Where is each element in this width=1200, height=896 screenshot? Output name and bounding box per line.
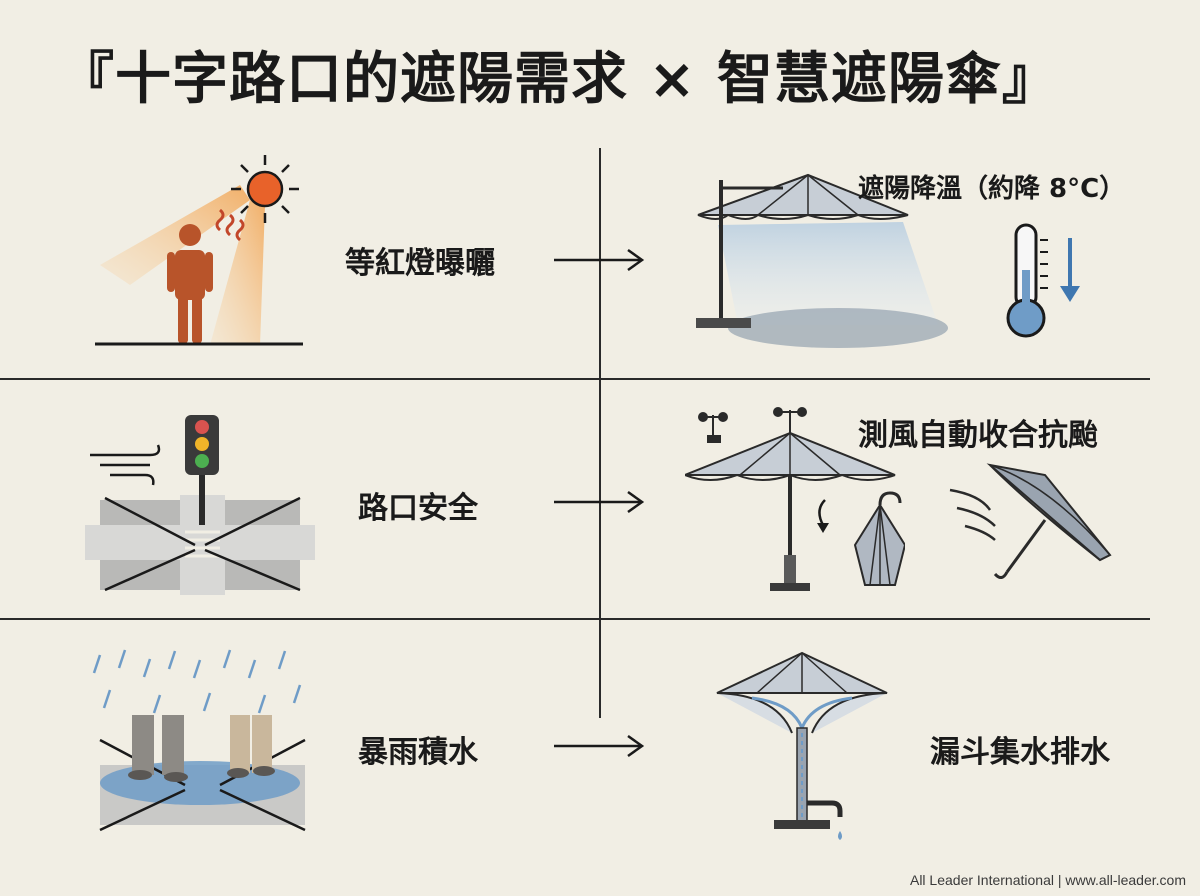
benefit-label-2: 測風自動收合抗颱: [858, 418, 1098, 453]
need-label-3: 暴雨積水: [358, 735, 478, 770]
funnel-umbrella-drain-icon: [716, 651, 888, 840]
rain-flood-feet-icon: [92, 649, 306, 832]
column-divider: [599, 148, 601, 718]
benefit-label-1: 遮陽降溫（約降 8°C）: [858, 174, 1126, 204]
arrow-right-icon: [554, 248, 645, 272]
traffic-light-crossing-icon: [85, 415, 315, 595]
page-title: 『十字路口的遮陽需求 × 智慧遮陽傘』: [58, 47, 1059, 112]
row-divider-2: [0, 618, 1150, 620]
cantilever-umbrella-icon: [696, 173, 948, 348]
thermometer-down-icon: [1006, 223, 1080, 338]
footer-credit: All Leader International | www.all-leade…: [909, 872, 1186, 888]
arrow-right-icon: [554, 734, 645, 758]
umbrella-anemometer-icon: [685, 407, 896, 591]
folded-umbrella-icon: [853, 491, 905, 586]
benefit-label-3: 漏斗集水排水: [930, 735, 1110, 770]
row-divider-1: [0, 378, 1150, 380]
need-label-1: 等紅燈曝曬: [345, 246, 495, 281]
umbrella-wind-icon: [949, 463, 1112, 579]
need-label-2: 路口安全: [358, 491, 478, 526]
sun-heat-person-icon: [95, 155, 303, 346]
arrow-right-icon: [554, 490, 645, 514]
